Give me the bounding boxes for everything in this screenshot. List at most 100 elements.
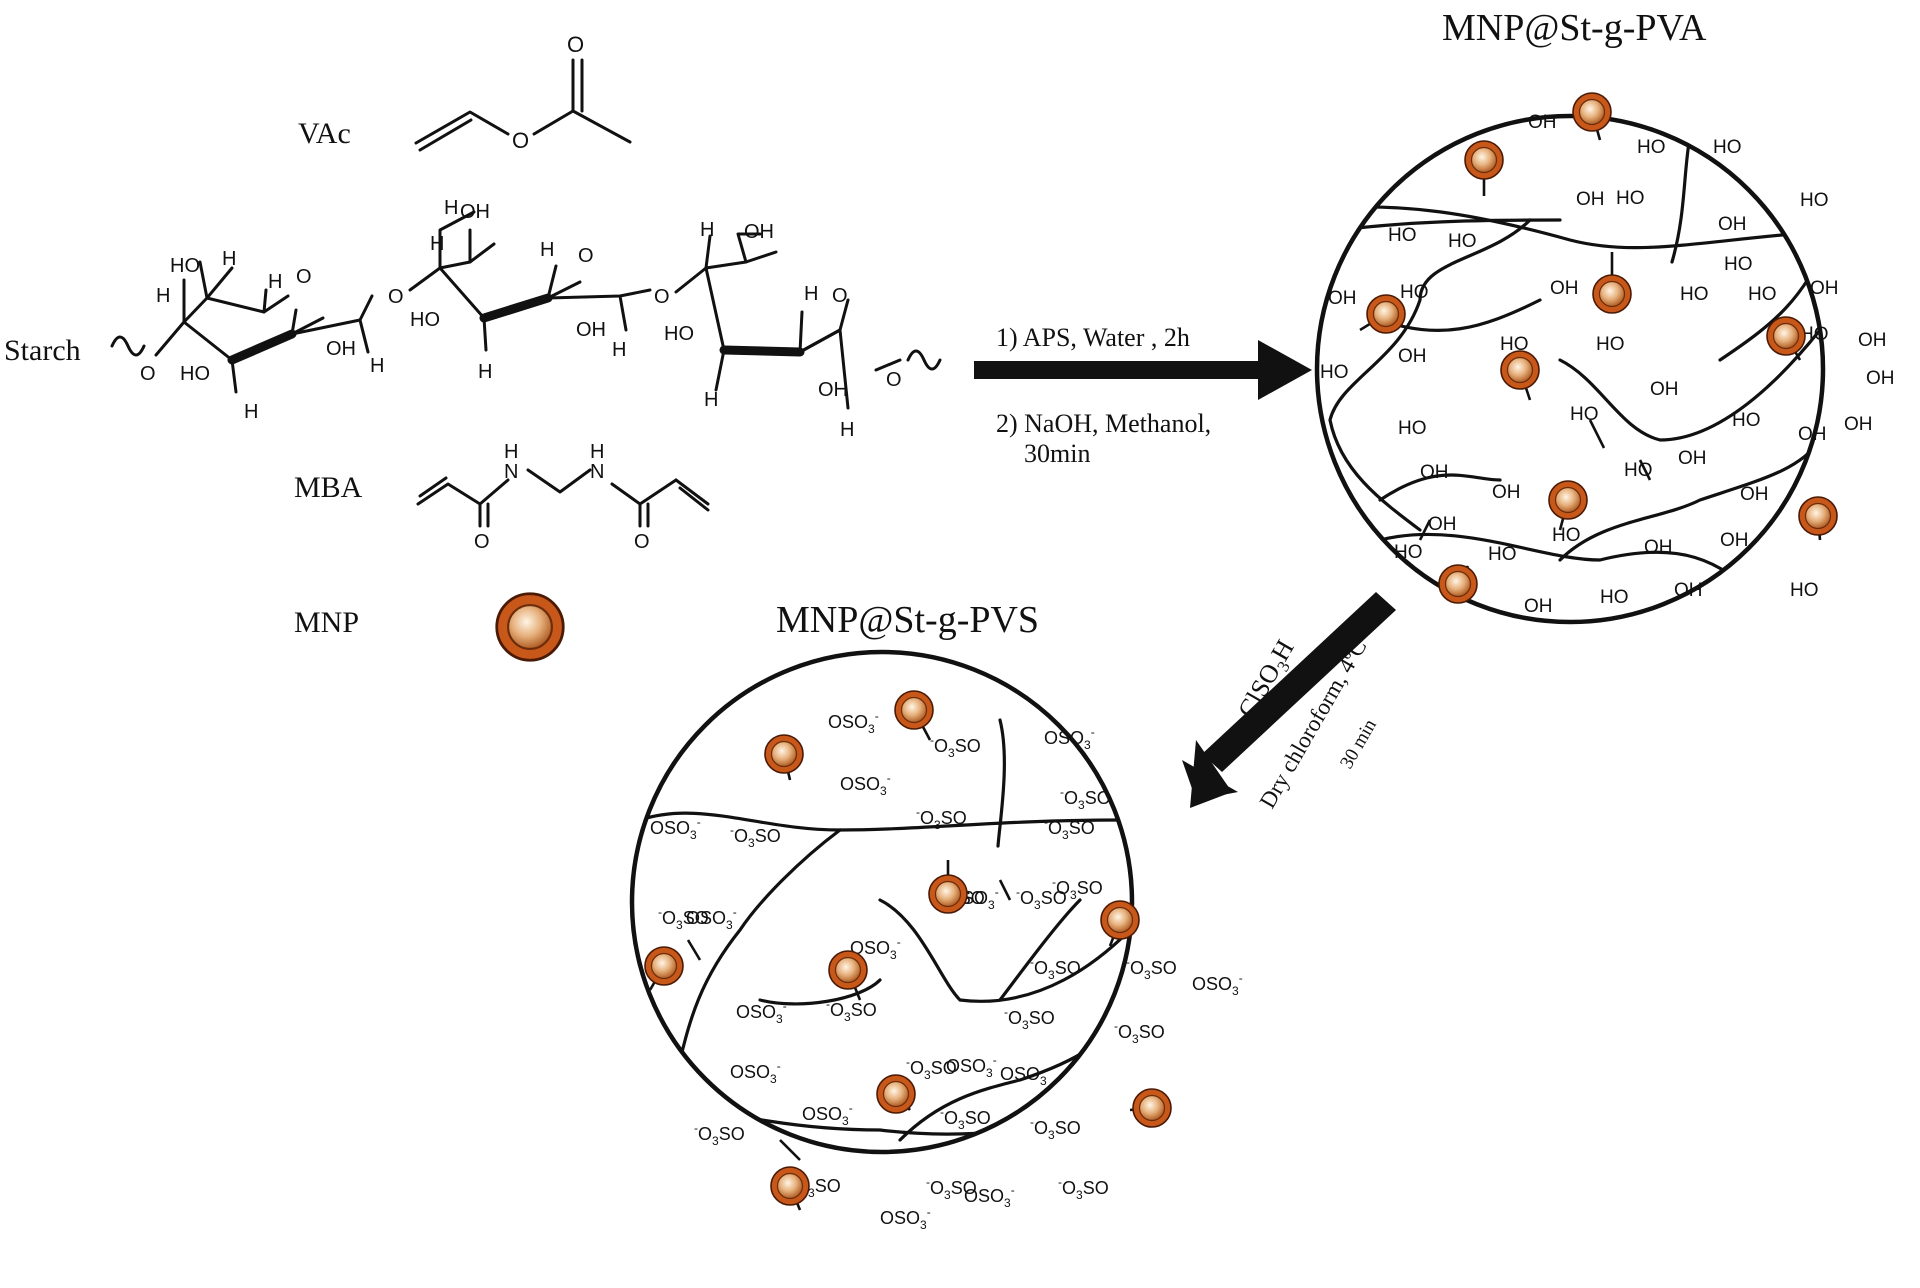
vac-ester-oxygen: O [512, 128, 529, 153]
starch-h-13: H [804, 283, 818, 305]
oso3-group: OSO3- [1044, 725, 1095, 752]
mba-o-2: O [634, 531, 650, 553]
oso3-group: OSO3- [840, 771, 891, 798]
step2-arrow [1182, 592, 1396, 808]
starch-ho-1: HO [170, 255, 200, 277]
hydroxyl-group-ho: HO [1790, 580, 1819, 601]
step1-condition-1: 1) APS, Water , 2h [996, 323, 1190, 352]
mnp-particle [764, 734, 804, 774]
mnp-particle [1500, 350, 1540, 390]
oso3-group: OSO3- [828, 709, 879, 736]
oso3-group: OSO3- [850, 935, 901, 962]
oso3-group: OSO3- [650, 815, 701, 842]
pvs-chain [996, 718, 1006, 848]
hydroxyl-group-ho: HO [1800, 324, 1829, 345]
o3so-group: -O3SO [940, 1105, 991, 1132]
starch-ring-o-1: O [296, 266, 312, 288]
starch-o-left: O [140, 363, 156, 385]
starch-link-o-1: O [388, 286, 404, 308]
pvs-network: OSO3- OSO3- OSO3- OSO3- OSO3- OSO3- OSO3- OSO3-… [629, 649, 1243, 1232]
hydroxyl-group: OH [1720, 530, 1749, 551]
hydroxyl-group: OH [1674, 580, 1703, 601]
starch-h-5: H [370, 355, 384, 377]
starch-label: Starch [4, 334, 81, 367]
o3so-group: -O3SO [1058, 1175, 1109, 1202]
hydroxyl-group: OH [1492, 482, 1521, 503]
pva-network: OH HO HO HO OH HO HO HO OH HO OH OH HO OH HO HO OH HO HO HO… [1314, 92, 1895, 625]
mnp-particle [1592, 274, 1632, 314]
starch-ring-o-2: O [578, 245, 594, 267]
mba-n-2: N [590, 461, 604, 483]
hydroxyl-group: OH [1328, 288, 1357, 309]
mnp-particle [1798, 496, 1838, 536]
o3so-group: -O3SO [1114, 1019, 1165, 1046]
mba-o-1: O [474, 531, 490, 553]
oso3-group: OSO3- [736, 999, 787, 1026]
hydroxyl-group: OH [1740, 484, 1769, 505]
starch-h-1: H [156, 285, 170, 307]
hydroxyl-group: OH [1524, 596, 1553, 617]
hydroxyl-group-ho: HO [1500, 334, 1529, 355]
starch-ho-2: HO [180, 363, 210, 385]
mba-h-1: H [504, 441, 518, 463]
pva-chain [1378, 473, 1502, 502]
pvs-chain [758, 978, 882, 1006]
starch-h-4: H [268, 271, 282, 293]
pendant-bond [998, 879, 1012, 901]
pva-chain [1328, 218, 1532, 532]
o3so-group: -O3SO [1030, 1115, 1081, 1142]
hydroxyl-group-ho: HO [1394, 542, 1423, 563]
starch-h-6: H [444, 197, 458, 219]
mnp-particle [1464, 140, 1504, 180]
hydroxyl-group-ho: HO [1748, 284, 1777, 305]
starch-ho-3: HO [410, 309, 440, 331]
hydroxyl-group-ho: HO [1713, 137, 1742, 158]
starch-h-3: H [244, 401, 258, 423]
starch-h-11: H [700, 219, 714, 241]
starch-ho-4: HO [664, 323, 694, 345]
starch-oh-3: OH [576, 319, 606, 341]
pva-chain [1317, 205, 1823, 250]
mnp-particle [1572, 92, 1612, 132]
o3so-group: -O3SO [1004, 1005, 1055, 1032]
hydroxyl-group-ho: HO [1800, 190, 1829, 211]
pendant-bond [779, 1139, 801, 1161]
hydroxyl-group-ho: HO [1616, 188, 1645, 209]
product1-title: MNP@St-g-PVA [1442, 7, 1707, 49]
oso3-group: OSO3- [802, 1101, 853, 1128]
hydroxyl-group-ho: HO [1448, 231, 1477, 252]
vac-label: VAc [298, 117, 351, 150]
mba-h-2: H [590, 441, 604, 463]
pendant-bond [1418, 519, 1432, 541]
oso3-group: OSO3- [730, 1059, 781, 1086]
pendant-bond [1638, 459, 1652, 481]
hydroxyl-group: OH [1398, 346, 1427, 367]
o3so-group: -O3SO [926, 1175, 977, 1202]
oso3-group: OSO3- [686, 905, 737, 932]
o3so-group: -O3SO [906, 1055, 957, 1082]
pva-chain [1558, 438, 1822, 562]
step1-condition-2: 2) NaOH, Methanol, [996, 409, 1211, 438]
hydroxyl-group-ho: HO [1570, 404, 1599, 425]
mnp-particle [894, 690, 934, 730]
o3so-group: -O3SO [826, 997, 877, 1024]
mnp-particle [1100, 900, 1140, 940]
o3so-group: -O3SO [1044, 815, 1095, 842]
pva-chain [1378, 532, 1762, 602]
starch-oh-1: OH [326, 338, 356, 360]
o3so-group: -O3SO [1052, 875, 1103, 902]
starch-h-7: H [430, 233, 444, 255]
mnp-particle [828, 950, 868, 990]
starch-ring-o-3: O [832, 285, 848, 307]
hydroxyl-group-ho: HO [1398, 418, 1427, 439]
pvs-chain [878, 898, 1132, 1003]
starch-h-10: H [612, 339, 626, 361]
hydroxyl-group-ho: HO [1732, 410, 1761, 431]
step1-condition-3: 30min [1024, 439, 1090, 468]
oso3-group: OSO3- [946, 1053, 997, 1080]
starch-h-8: H [478, 361, 492, 383]
mnp-particle [1766, 316, 1806, 356]
oso3-group: OSO3- [964, 1183, 1015, 1210]
hydroxyl-group-ho: HO [1624, 460, 1653, 481]
